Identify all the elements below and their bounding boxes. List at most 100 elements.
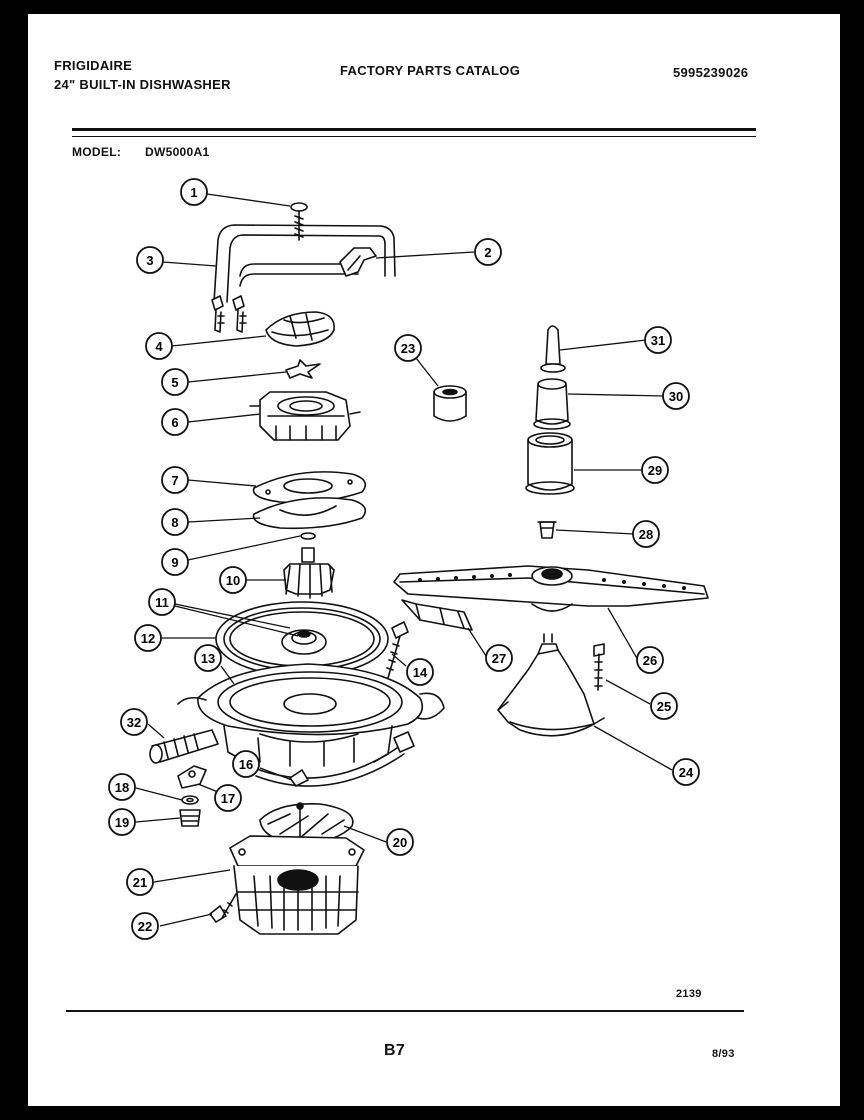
- part-5-retainer: [285, 359, 321, 379]
- svg-text:30: 30: [669, 389, 683, 404]
- callout-4: 4: [145, 332, 173, 360]
- part-32-hose: [149, 729, 219, 764]
- callout-8: 8: [161, 508, 189, 536]
- part-8-gasket: [252, 497, 367, 530]
- part-27-deflector: [401, 599, 473, 631]
- svg-text:17: 17: [221, 791, 235, 806]
- svg-text:19: 19: [115, 815, 129, 830]
- svg-text:25: 25: [657, 699, 671, 714]
- callout-25: 25: [650, 692, 678, 720]
- svg-text:29: 29: [648, 463, 662, 478]
- svg-text:7: 7: [171, 473, 178, 488]
- callout-19: 19: [108, 808, 136, 836]
- catalog-number: 5995239026: [673, 65, 749, 80]
- model-value: DW5000A1: [145, 145, 210, 159]
- svg-text:23: 23: [401, 341, 415, 356]
- callout-10: 10: [219, 566, 247, 594]
- callout-16: 16: [232, 750, 260, 778]
- part-7-gasket: [252, 471, 367, 504]
- parts-sheet: FRIGIDAIRE 24" BUILT-IN DISHWASHER FACTO…: [28, 14, 840, 1106]
- svg-text:4: 4: [155, 339, 163, 354]
- callout-21: 21: [126, 868, 154, 896]
- svg-text:26: 26: [643, 653, 657, 668]
- part-11-seal: [281, 629, 327, 655]
- callout-22: 22: [131, 912, 159, 940]
- part-1-screw: [290, 202, 308, 241]
- callout-20: 20: [386, 828, 414, 856]
- svg-text:9: 9: [171, 555, 178, 570]
- svg-text:22: 22: [138, 919, 152, 934]
- svg-text:27: 27: [492, 651, 506, 666]
- exploded-parts-diagram: 1 2 3 4 5 6 7 8 9 10 11 12 13 14 16 17 1…: [108, 178, 709, 940]
- print-date: 8/93: [712, 1048, 735, 1060]
- callout-11: 11: [148, 588, 176, 616]
- svg-text:21: 21: [133, 875, 147, 890]
- leader-lines: [135, 193, 673, 927]
- callout-14: 14: [406, 658, 434, 686]
- part-26-spray-arm: [393, 565, 709, 612]
- header-rule-thick: [72, 128, 756, 131]
- svg-text:28: 28: [639, 527, 653, 542]
- callout-26: 26: [636, 646, 664, 674]
- part-31-nozzle: [540, 325, 566, 373]
- svg-text:20: 20: [393, 835, 407, 850]
- catalog-title: FACTORY PARTS CATALOG: [340, 63, 521, 78]
- part-10-impeller: [283, 547, 335, 599]
- svg-text:32: 32: [127, 715, 141, 730]
- svg-text:24: 24: [679, 765, 694, 780]
- svg-text:1: 1: [190, 185, 197, 200]
- part-30-tube: [533, 378, 571, 430]
- part-19-nut: [179, 809, 201, 827]
- svg-text:10: 10: [226, 573, 240, 588]
- part-17-bracket: [177, 765, 207, 789]
- diagram-code: 2139: [676, 988, 702, 1000]
- part-21-motor: [229, 835, 365, 935]
- part-24-support: [497, 633, 605, 737]
- svg-text:8: 8: [171, 515, 178, 530]
- brand-label: FRIGIDAIRE: [54, 58, 133, 73]
- callout-18: 18: [108, 773, 136, 801]
- callout-3: 3: [136, 246, 164, 274]
- callout-17: 17: [214, 784, 242, 812]
- model-label: MODEL:: [72, 145, 122, 159]
- callout-2: 2: [474, 238, 502, 266]
- callout-23: 23: [394, 334, 422, 362]
- callout-5: 5: [161, 368, 189, 396]
- callout-12: 12: [134, 624, 162, 652]
- part-13-sump: [177, 663, 445, 767]
- svg-text:2: 2: [484, 245, 491, 260]
- part-4-cap: [265, 311, 335, 347]
- part-23-cylinder: [433, 385, 467, 422]
- svg-text:13: 13: [201, 651, 215, 666]
- svg-text:14: 14: [413, 665, 428, 680]
- svg-text:3: 3: [146, 253, 153, 268]
- callout-24: 24: [672, 758, 700, 786]
- svg-text:6: 6: [171, 415, 178, 430]
- callout-30: 30: [662, 382, 690, 410]
- svg-text:5: 5: [171, 375, 178, 390]
- svg-text:31: 31: [651, 333, 665, 348]
- callout-7: 7: [161, 466, 189, 494]
- svg-text:16: 16: [239, 757, 253, 772]
- callout-32: 32: [120, 708, 148, 736]
- part-18-washer: [181, 795, 199, 805]
- footer-rule: [66, 1010, 744, 1012]
- part-14-screw: [386, 621, 409, 679]
- callout-31: 31: [644, 326, 672, 354]
- svg-text:11: 11: [155, 595, 169, 610]
- part-28-fitting: [537, 521, 557, 539]
- part-6-housing: [249, 391, 361, 441]
- callout-28: 28: [632, 520, 660, 548]
- svg-text:12: 12: [141, 631, 155, 646]
- callout-1: 1: [180, 178, 208, 206]
- part-3-tube: [211, 224, 396, 333]
- callout-13: 13: [194, 644, 222, 672]
- product-label: 24" BUILT-IN DISHWASHER: [54, 77, 231, 92]
- callout-27: 27: [485, 644, 513, 672]
- callout-6: 6: [161, 408, 189, 436]
- page-code: B7: [384, 1042, 406, 1059]
- part-25-screw: [593, 643, 605, 691]
- svg-text:18: 18: [115, 780, 129, 795]
- part-9-washer: [300, 532, 316, 540]
- callout-29: 29: [641, 456, 669, 484]
